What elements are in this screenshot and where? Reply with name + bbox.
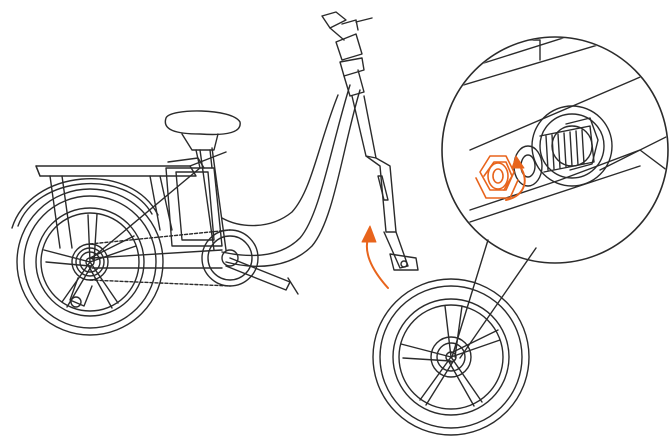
front-wheel-spokes bbox=[400, 305, 501, 407]
saddle bbox=[164, 110, 241, 169]
chain bbox=[89, 229, 231, 287]
tighten-rotation-arrow bbox=[505, 155, 526, 201]
handlebar-stem bbox=[321, 11, 373, 97]
front-fork bbox=[351, 95, 419, 271]
front-brake-caliper bbox=[389, 253, 419, 271]
front-brake-rotor bbox=[430, 336, 472, 378]
axle-bolt bbox=[539, 117, 599, 173]
detail-zoom-circle bbox=[441, 36, 669, 264]
rear-wheel bbox=[11, 178, 164, 336]
handlebar-grip bbox=[321, 11, 347, 29]
fork-dropout bbox=[531, 105, 613, 187]
zoom-callout-lines bbox=[451, 239, 537, 359]
battery bbox=[165, 157, 223, 247]
axle-nut bbox=[475, 155, 519, 199]
front-wheel bbox=[372, 278, 530, 436]
rear-rack bbox=[35, 151, 227, 249]
rear-derailleur bbox=[69, 277, 93, 307]
install-direction-arrow bbox=[361, 225, 389, 289]
rear-fender bbox=[11, 178, 159, 229]
